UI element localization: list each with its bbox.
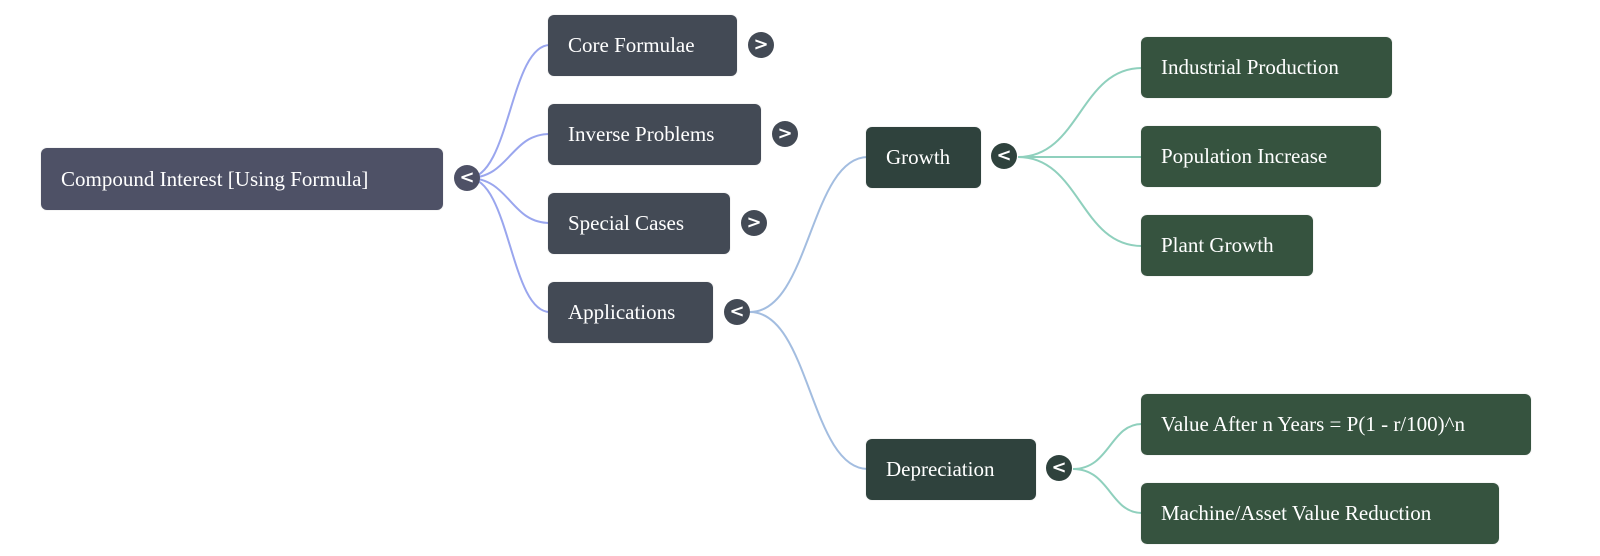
link-root-special-cases — [467, 177, 551, 224]
expand-toggle-icon[interactable]: > — [741, 210, 767, 236]
collapse-toggle-icon[interactable]: < — [454, 165, 480, 191]
node-depreciation[interactable]: Depreciation — [866, 439, 1036, 500]
branch-inverse-problems[interactable]: Inverse Problems — [548, 104, 761, 165]
branch-special-cases[interactable]: Special Cases — [548, 193, 730, 254]
leaf-machine-asset-value-reduction[interactable]: Machine/Asset Value Reduction — [1141, 483, 1499, 544]
leaf-label: Population Increase — [1161, 144, 1328, 168]
collapse-toggle-icon[interactable]: < — [991, 143, 1017, 169]
leaf-label: Industrial Production — [1161, 55, 1339, 79]
collapse-toggle-icon[interactable]: < — [1046, 455, 1072, 481]
root-node-label: Compound Interest [Using Formula] — [61, 166, 369, 191]
branch-label: Inverse Problems — [568, 122, 715, 146]
link-depreciation-machine — [1072, 468, 1143, 514]
link-applications-growth — [749, 156, 869, 313]
branch-label: Core Formulae — [568, 33, 695, 57]
branch-label: Special Cases — [568, 211, 685, 235]
leaf-population-increase[interactable]: Population Increase — [1141, 126, 1381, 187]
leaf-industrial-production[interactable]: Industrial Production — [1141, 37, 1392, 98]
branch-applications[interactable]: Applications — [548, 282, 713, 343]
expand-toggle-icon[interactable]: > — [772, 121, 798, 147]
collapse-toggle-icon[interactable]: < — [724, 299, 750, 325]
link-depreciation-value — [1072, 423, 1143, 470]
node-label: Depreciation — [886, 457, 995, 481]
leaf-label: Machine/Asset Value Reduction — [1161, 501, 1432, 525]
expand-toggle-icon[interactable]: > — [748, 32, 774, 58]
link-root-inverse-problems — [467, 133, 551, 179]
branch-label: Applications — [568, 300, 676, 324]
leaf-label: Value After n Years = P(1 - r/100)^n — [1161, 412, 1465, 436]
node-label: Growth — [886, 145, 951, 169]
link-growth-industrial — [1017, 67, 1143, 158]
link-root-applications — [467, 177, 551, 313]
root-node[interactable]: Compound Interest [Using Formula] — [41, 148, 443, 210]
leaf-plant-growth[interactable]: Plant Growth — [1141, 215, 1313, 276]
node-growth[interactable]: Growth — [866, 127, 981, 188]
leaf-value-after-n-years[interactable]: Value After n Years = P(1 - r/100)^n — [1141, 394, 1531, 455]
branch-core-formulae[interactable]: Core Formulae — [548, 15, 737, 76]
link-applications-depreciation — [749, 311, 869, 470]
leaf-label: Plant Growth — [1161, 233, 1274, 257]
link-growth-plant — [1017, 156, 1143, 247]
link-root-core-formulae — [467, 44, 551, 179]
